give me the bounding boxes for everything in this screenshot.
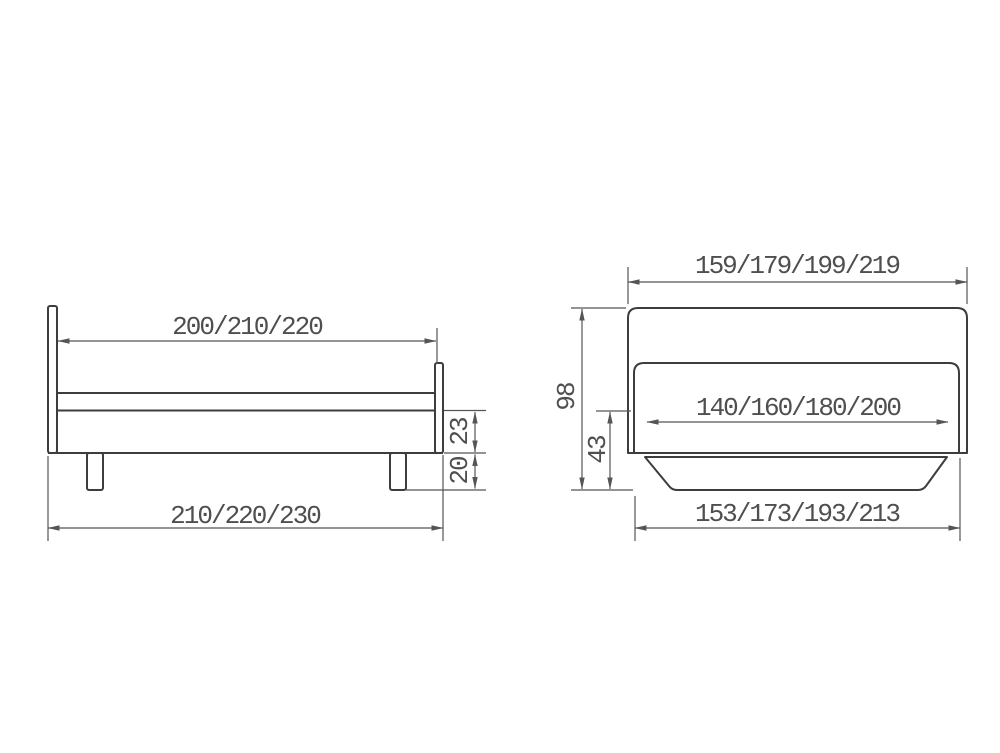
label-frame-height: 23	[445, 418, 475, 446]
label-frame-leg-height: 43	[583, 436, 613, 464]
front-headboard	[627, 307, 968, 454]
side-headboard	[47, 305, 58, 454]
label-total-height: 98	[552, 383, 582, 411]
side-right-leg	[389, 452, 407, 491]
label-headboard-width: 159/179/199/219	[695, 251, 899, 281]
front-mattress	[633, 362, 960, 453]
label-base-width: 153/173/193/213	[695, 499, 899, 529]
side-view: 200/210/220 210/220/230 23 20	[47, 305, 486, 541]
front-view: 159/179/199/219 140/160/180/200 153/173/…	[552, 251, 968, 541]
label-total-length: 210/220/230	[170, 501, 320, 531]
front-base-trapezoid	[644, 456, 948, 491]
side-left-leg	[86, 452, 104, 491]
label-inner-length: 200/210/220	[172, 312, 322, 342]
label-leg-height: 20	[445, 457, 475, 485]
side-footboard	[434, 362, 444, 454]
label-mattress-width: 140/160/180/200	[696, 393, 900, 423]
